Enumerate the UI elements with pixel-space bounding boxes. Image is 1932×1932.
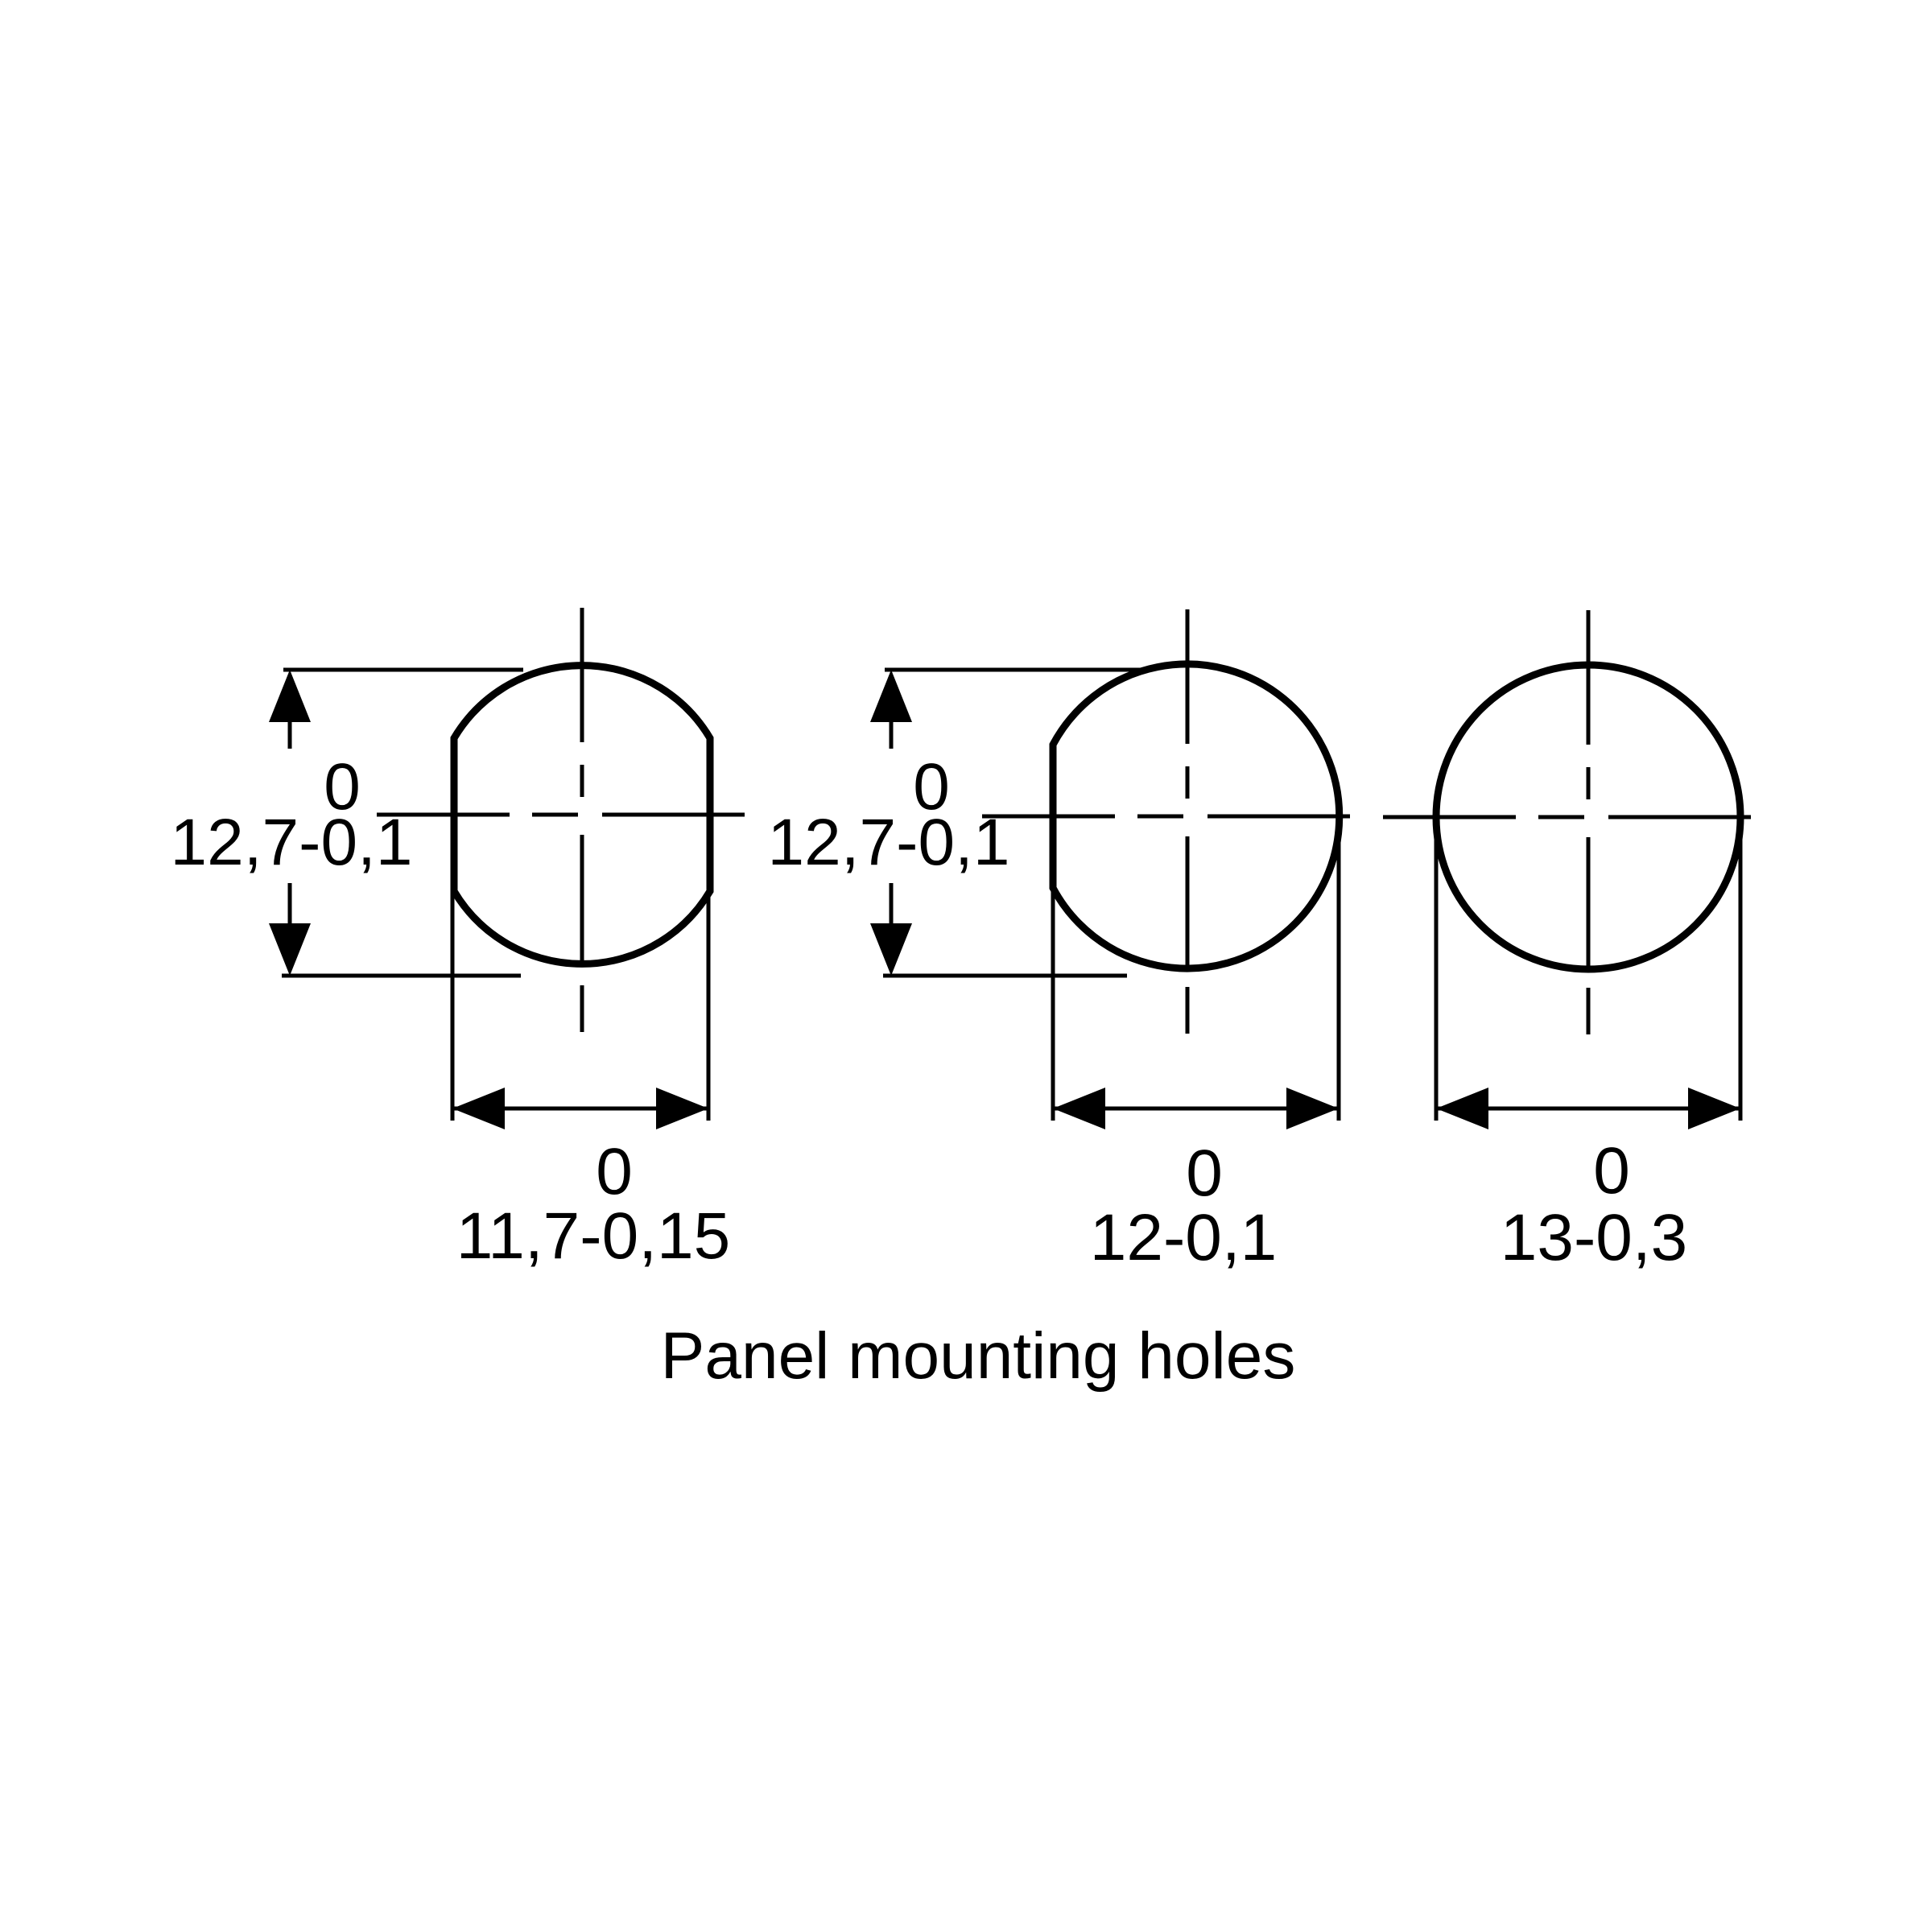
height-tolerance-upper: 0: [913, 750, 950, 824]
right-arrow-icon: [1286, 1088, 1339, 1129]
down-arrow-icon: [269, 923, 311, 976]
right-arrow-icon: [656, 1088, 708, 1129]
double-d-hole: 0 12,7-0,1 0 11,7-0,15: [171, 608, 745, 1273]
single-d-hole: 0 12,7-0,1 0 12-0,1: [768, 609, 1350, 1274]
drawing-caption: Panel mounting holes: [661, 1319, 1296, 1393]
double-d-hole-height-dimension: 0 12,7-0,1: [171, 667, 523, 978]
width-tolerance-upper: 0: [1186, 1137, 1223, 1210]
width-dimension-label: 12-0,1: [1090, 1201, 1278, 1274]
down-arrow-icon: [870, 923, 912, 976]
up-arrow-icon: [269, 670, 311, 722]
left-arrow-icon: [1436, 1088, 1488, 1129]
left-arrow-icon: [1053, 1088, 1105, 1129]
single-d-hole-outline: [1049, 660, 1344, 972]
round-hole-width-dimension: 0 13-0,3: [1434, 821, 1743, 1274]
height-tolerance-upper: 0: [324, 750, 361, 824]
double-d-hole-width-dimension: 0 11,7-0,15: [450, 891, 730, 1273]
right-arrow-icon: [1688, 1088, 1740, 1129]
round-hole: 0 13-0,3: [1383, 610, 1751, 1274]
up-arrow-icon: [870, 670, 912, 722]
left-arrow-icon: [452, 1088, 505, 1129]
width-tolerance-upper: 0: [1593, 1134, 1630, 1208]
height-dimension-label: 12,7-0,1: [768, 806, 1010, 879]
single-d-hole-width-dimension: 0 12-0,1: [1051, 821, 1341, 1274]
width-dimension-label: 11,7-0,15: [456, 1199, 730, 1273]
width-tolerance-upper: 0: [596, 1135, 633, 1208]
single-d-hole-height-dimension: 0 12,7-0,1: [768, 667, 1150, 978]
width-dimension-label: 13-0,3: [1501, 1201, 1688, 1274]
height-dimension-label: 12,7-0,1: [171, 806, 413, 879]
